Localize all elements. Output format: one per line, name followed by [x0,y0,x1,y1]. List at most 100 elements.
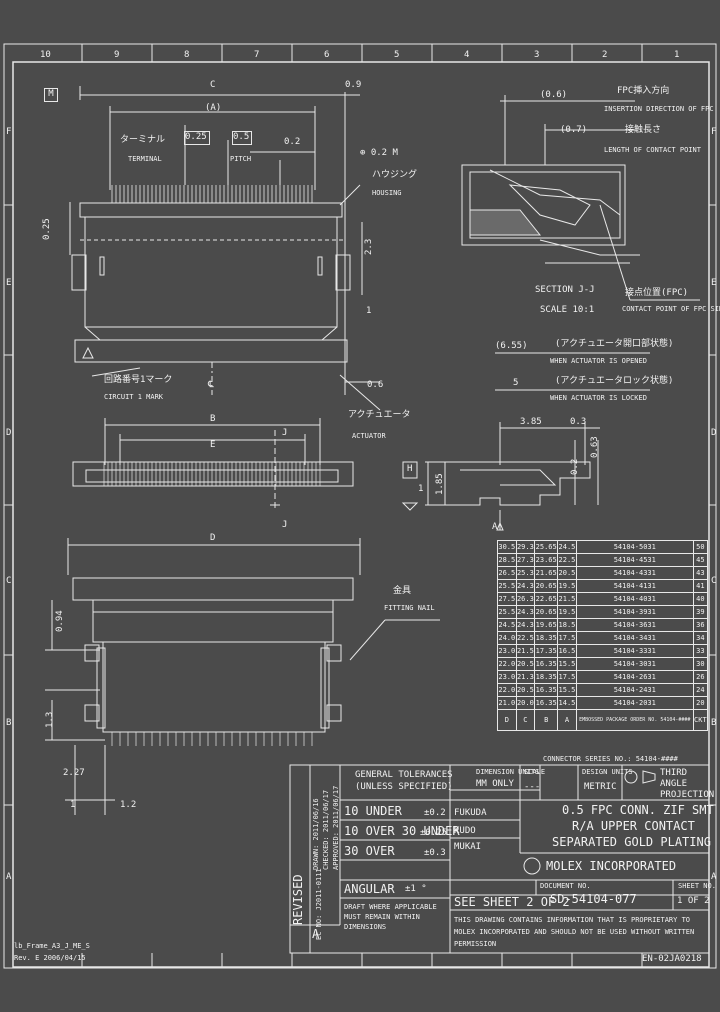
actuator-label-en: ACTUATOR [352,432,386,440]
table-cell: 30.5 [497,540,517,554]
dim-1-bottom: 1 [70,800,76,810]
bottom-view-geometry [45,577,440,815]
angular-label: ANGULAR [344,882,395,896]
table-cell: 50 [692,540,709,554]
zone-top-5: 5 [394,50,400,60]
zone-side-f: F [6,127,12,137]
dim-3-85: 3.85 [520,417,542,427]
zone-top-1: 1 [674,50,680,60]
zone-side-f-right: F [711,127,717,137]
table-cell: 22.5 [515,631,536,645]
tol-row-3-value: ±0.3 [424,848,446,858]
table-cell: 24.3 [515,618,536,632]
circuit-mark-en: CIRCUIT 1 MARK [104,393,164,401]
table-cell: 54104-2431 [575,683,694,697]
drafting-note: DRAFT WHERE APPLICABLE MUST REMAIN WITHI… [344,903,437,931]
housing-label-en: HOUSING [372,189,402,197]
table-cell: 23.0 [497,670,517,684]
table-cell: 26 [692,670,709,684]
table-cell: 24.3 [515,605,536,619]
table-cell: 34 [692,631,709,645]
table-cell: 20.5 [515,657,536,671]
table-cell: 54104-2631 [575,670,694,684]
table-cell: 54104-3031 [575,657,694,671]
document-no-label: DOCUMENT NO. [540,882,591,890]
zone-top-8: 8 [184,50,190,60]
table-cell: 40 [692,592,709,606]
table-cell: 54104-4531 [575,553,694,567]
table-cell: 23.0 [497,644,517,658]
zone-top-2: 2 [602,50,608,60]
table-cell: 19.5 [557,605,577,619]
dim-c: C [210,80,216,90]
design-units-label: DESIGN UNITS [582,768,633,776]
table-cell: 33 [692,644,709,658]
col-d: D [497,709,517,731]
table-cell: 22.0 [497,683,517,697]
table-cell: 24 [692,683,709,697]
tol-row-2-label: 10 OVER 30 UNDER [344,824,460,838]
third-angle-projection: THIRD ANGLE PROJECTION [660,768,715,800]
table-cell: 20.5 [557,566,577,580]
dim-0-2-vert: 0.2 [570,458,580,475]
dim-e: E [210,440,216,450]
sheet-number: 1 OF 2 [677,896,710,906]
table-cell: 20.65 [534,605,559,619]
dim-0-2: 0.2 [284,137,301,147]
table-cell: 18.35 [534,631,559,645]
table-cell: 24.3 [515,579,536,593]
zone-top-7: 7 [254,50,260,60]
table-cell: 19.65 [534,618,559,632]
dim-0-63: 0.63 [590,436,600,458]
table-cell: 54104-3331 [575,644,694,658]
zone-top-9: 9 [114,50,120,60]
position-tolerance: ⊕ 0.2 M [360,148,398,158]
zone-side-b-right: B [711,718,717,728]
table-cell: 26.5 [497,566,517,580]
tol-row-1-label: 10 UNDER [344,804,402,818]
dim-2-27: 2.27 [63,768,85,778]
front-view-geometry [67,418,361,575]
table-cell: 16.35 [534,696,559,710]
pitch-label: PITCH [230,155,252,163]
table-cell: 39 [692,605,709,619]
table-cell: 30 [692,657,709,671]
table-cell: 16.35 [534,657,559,671]
circuit-mark-jp: 回路番号1マーク [104,375,173,385]
form-number: EN-02JA0218 [642,954,702,964]
col-ckt: CKT [692,709,709,731]
table-cell: 54104-4331 [575,566,694,580]
dim-1-3: 1.3 [45,711,55,728]
table-cell: 20.65 [534,579,559,593]
table-cell: 21.5 [515,644,536,658]
centerline-mark: ℄ [208,380,214,390]
actuator-label-jp: アクチュエータ [348,410,411,420]
top-view-geometry [69,86,381,411]
title-line-3: SEPARATED GOLD PLATING [552,835,711,849]
table-cell: 45 [692,553,709,567]
zone-side-d: D [6,428,12,438]
tol-row-1-value: ±0.2 [424,808,446,818]
scale-value: --- [524,782,541,792]
col-b: B [534,709,559,731]
table-cell: 14.5 [557,696,577,710]
table-cell: 19.5 [557,579,577,593]
dim-1-85: 1.85 [435,473,445,495]
table-cell: 28.5 [497,553,517,567]
contact-length-jp: 接触長さ [625,125,662,135]
table-cell: 27.5 [497,592,517,606]
section-view-geometry [461,95,700,391]
datum-h: H [407,464,413,474]
checked-by: KUDO [454,826,476,836]
frame-revision: Rev. E 2006/04/15 [14,954,86,962]
zone-side-d-right: D [711,428,717,438]
table-cell: 27.3 [515,553,536,567]
scale-label: SCALE [524,768,546,776]
revised-label: REVISED [291,874,305,925]
col-c: C [515,709,536,731]
table-cell: 23.65 [534,553,559,567]
